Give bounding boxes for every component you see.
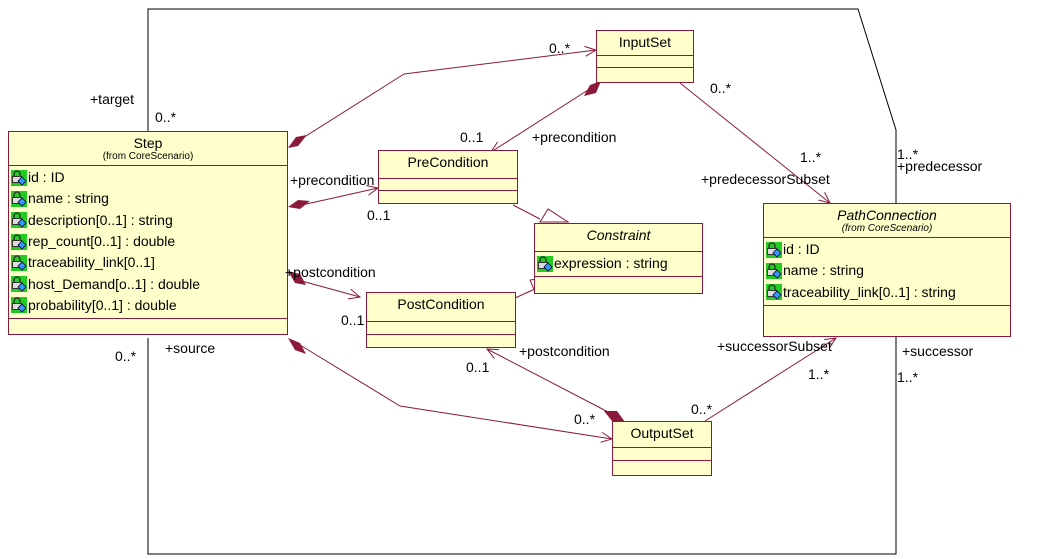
multiplicity-label: 0..* bbox=[691, 401, 713, 417]
composition-diamond bbox=[604, 411, 625, 422]
attribute-row: probability[0..1] : double bbox=[11, 295, 285, 316]
attribute-icon bbox=[11, 233, 27, 250]
attribute-row: description[0..1] : string bbox=[11, 210, 285, 231]
composition-diamond bbox=[288, 135, 307, 148]
multiplicity-label: 0..* bbox=[549, 40, 571, 56]
multiplicity-label: 0..1 bbox=[367, 207, 391, 223]
class-postcondition[interactable]: PostCondition bbox=[366, 292, 516, 348]
association-step-outputset bbox=[299, 344, 612, 439]
attribute-row: id : ID bbox=[766, 239, 1008, 260]
class-package: (from CoreScenario) bbox=[841, 223, 933, 234]
class-name: InputSet bbox=[618, 34, 672, 50]
association-step-postcondition bbox=[297, 279, 360, 297]
composition-diamond bbox=[288, 271, 306, 285]
class-name: PostCondition bbox=[397, 296, 485, 312]
multiplicity-label: 0..* bbox=[710, 80, 732, 96]
attribute-compartment bbox=[367, 322, 515, 335]
attribute-row: host_Demand[o..1] : double bbox=[11, 273, 285, 294]
generalization-post bbox=[514, 288, 536, 299]
class-header: PathConnection (from CoreScenario) bbox=[764, 204, 1010, 238]
composition-diamond bbox=[288, 338, 306, 354]
multiplicity-label: 0..1 bbox=[341, 312, 365, 328]
composition-diamond bbox=[288, 200, 310, 209]
class-constraint[interactable]: Constraint expression : string bbox=[534, 223, 703, 294]
attribute-icon bbox=[766, 284, 782, 301]
role-label: +target bbox=[90, 91, 134, 107]
operation-compartment bbox=[9, 319, 287, 328]
attribute-icon bbox=[11, 297, 27, 314]
attribute-icon bbox=[766, 262, 782, 279]
role-label: +precondition bbox=[532, 129, 617, 145]
attribute-icon bbox=[11, 212, 27, 229]
class-name: PathConnection bbox=[837, 207, 937, 223]
class-header: InputSet bbox=[597, 31, 693, 56]
role-label: +predecessorSubset bbox=[701, 171, 830, 187]
role-label: +predecessor bbox=[897, 158, 983, 174]
class-package: (from CoreScenario) bbox=[102, 151, 194, 162]
class-name: PreCondition bbox=[407, 154, 489, 170]
attribute-row: id : ID bbox=[11, 167, 285, 188]
attribute-compartment bbox=[379, 179, 517, 191]
attribute-row: rep_count[0..1] : double bbox=[11, 231, 285, 252]
multiplicity-label: 0..* bbox=[115, 348, 137, 364]
attribute-compartment bbox=[613, 448, 711, 461]
attribute-row: name : string bbox=[11, 188, 285, 209]
class-name: Constraint bbox=[586, 227, 651, 243]
multiplicity-label: 1..* bbox=[800, 149, 822, 165]
generalization-pre bbox=[512, 204, 541, 220]
attribute-compartment bbox=[597, 56, 693, 68]
attribute-icon bbox=[11, 254, 27, 271]
class-header: Step (from CoreScenario) bbox=[9, 132, 287, 166]
class-header: PostCondition bbox=[367, 293, 515, 322]
association-step-precondition bbox=[301, 188, 378, 206]
attribute-icon bbox=[11, 190, 27, 207]
attribute-list: expression : string bbox=[535, 252, 702, 278]
association-inputset-pathconnection bbox=[679, 82, 830, 203]
class-name: OutputSet bbox=[630, 425, 694, 441]
attribute-icon bbox=[766, 241, 782, 258]
class-header: PreCondition bbox=[379, 151, 517, 179]
role-label: +successor bbox=[902, 343, 974, 359]
attribute-list: id : ID name : string traceability_link[… bbox=[764, 238, 1010, 306]
association-target-loop bbox=[147, 8, 897, 555]
class-header: Constraint bbox=[535, 224, 702, 252]
association-outputset-postcondition bbox=[487, 349, 613, 415]
attribute-icon bbox=[11, 276, 27, 293]
role-label: +postcondition bbox=[519, 343, 610, 359]
role-label: +source bbox=[165, 340, 216, 356]
multiplicity-label: 0..* bbox=[155, 109, 177, 125]
role-label: +postcondition bbox=[285, 264, 376, 280]
class-pathconnection[interactable]: PathConnection (from CoreScenario) id : … bbox=[763, 203, 1011, 337]
association-step-inputset bbox=[297, 73, 405, 142]
class-step[interactable]: Step (from CoreScenario) id : ID name : … bbox=[8, 131, 288, 335]
attribute-row: name : string bbox=[766, 260, 1008, 281]
class-outputset[interactable]: OutputSet bbox=[612, 421, 712, 476]
association-outputset-pathconnection bbox=[704, 338, 836, 422]
multiplicity-label: 0..1 bbox=[466, 359, 490, 375]
attribute-icon bbox=[11, 169, 27, 186]
class-inputset[interactable]: InputSet bbox=[596, 30, 694, 83]
attribute-row: expression : string bbox=[537, 253, 700, 274]
role-label: +precondition bbox=[290, 172, 375, 188]
multiplicity-label: 1..* bbox=[897, 146, 919, 162]
multiplicity-label: 0..* bbox=[574, 411, 596, 427]
multiplicity-label: 0..1 bbox=[460, 129, 484, 145]
multiplicity-label: 1..* bbox=[808, 366, 830, 382]
role-label: +successorSubset bbox=[717, 338, 832, 354]
attribute-row: traceability_link[0..1] : string bbox=[766, 282, 1008, 303]
attribute-list: id : ID name : string description[0..1] … bbox=[9, 166, 287, 320]
class-header: OutputSet bbox=[613, 422, 711, 448]
association-inputset-precondition bbox=[491, 82, 600, 152]
attribute-row: traceability_link[0..1] bbox=[11, 252, 285, 273]
multiplicity-label: 1..* bbox=[897, 369, 919, 385]
class-precondition[interactable]: PreCondition bbox=[378, 150, 518, 204]
attribute-icon bbox=[537, 255, 553, 272]
class-name: Step bbox=[133, 135, 163, 151]
composition-diamond bbox=[584, 81, 601, 96]
